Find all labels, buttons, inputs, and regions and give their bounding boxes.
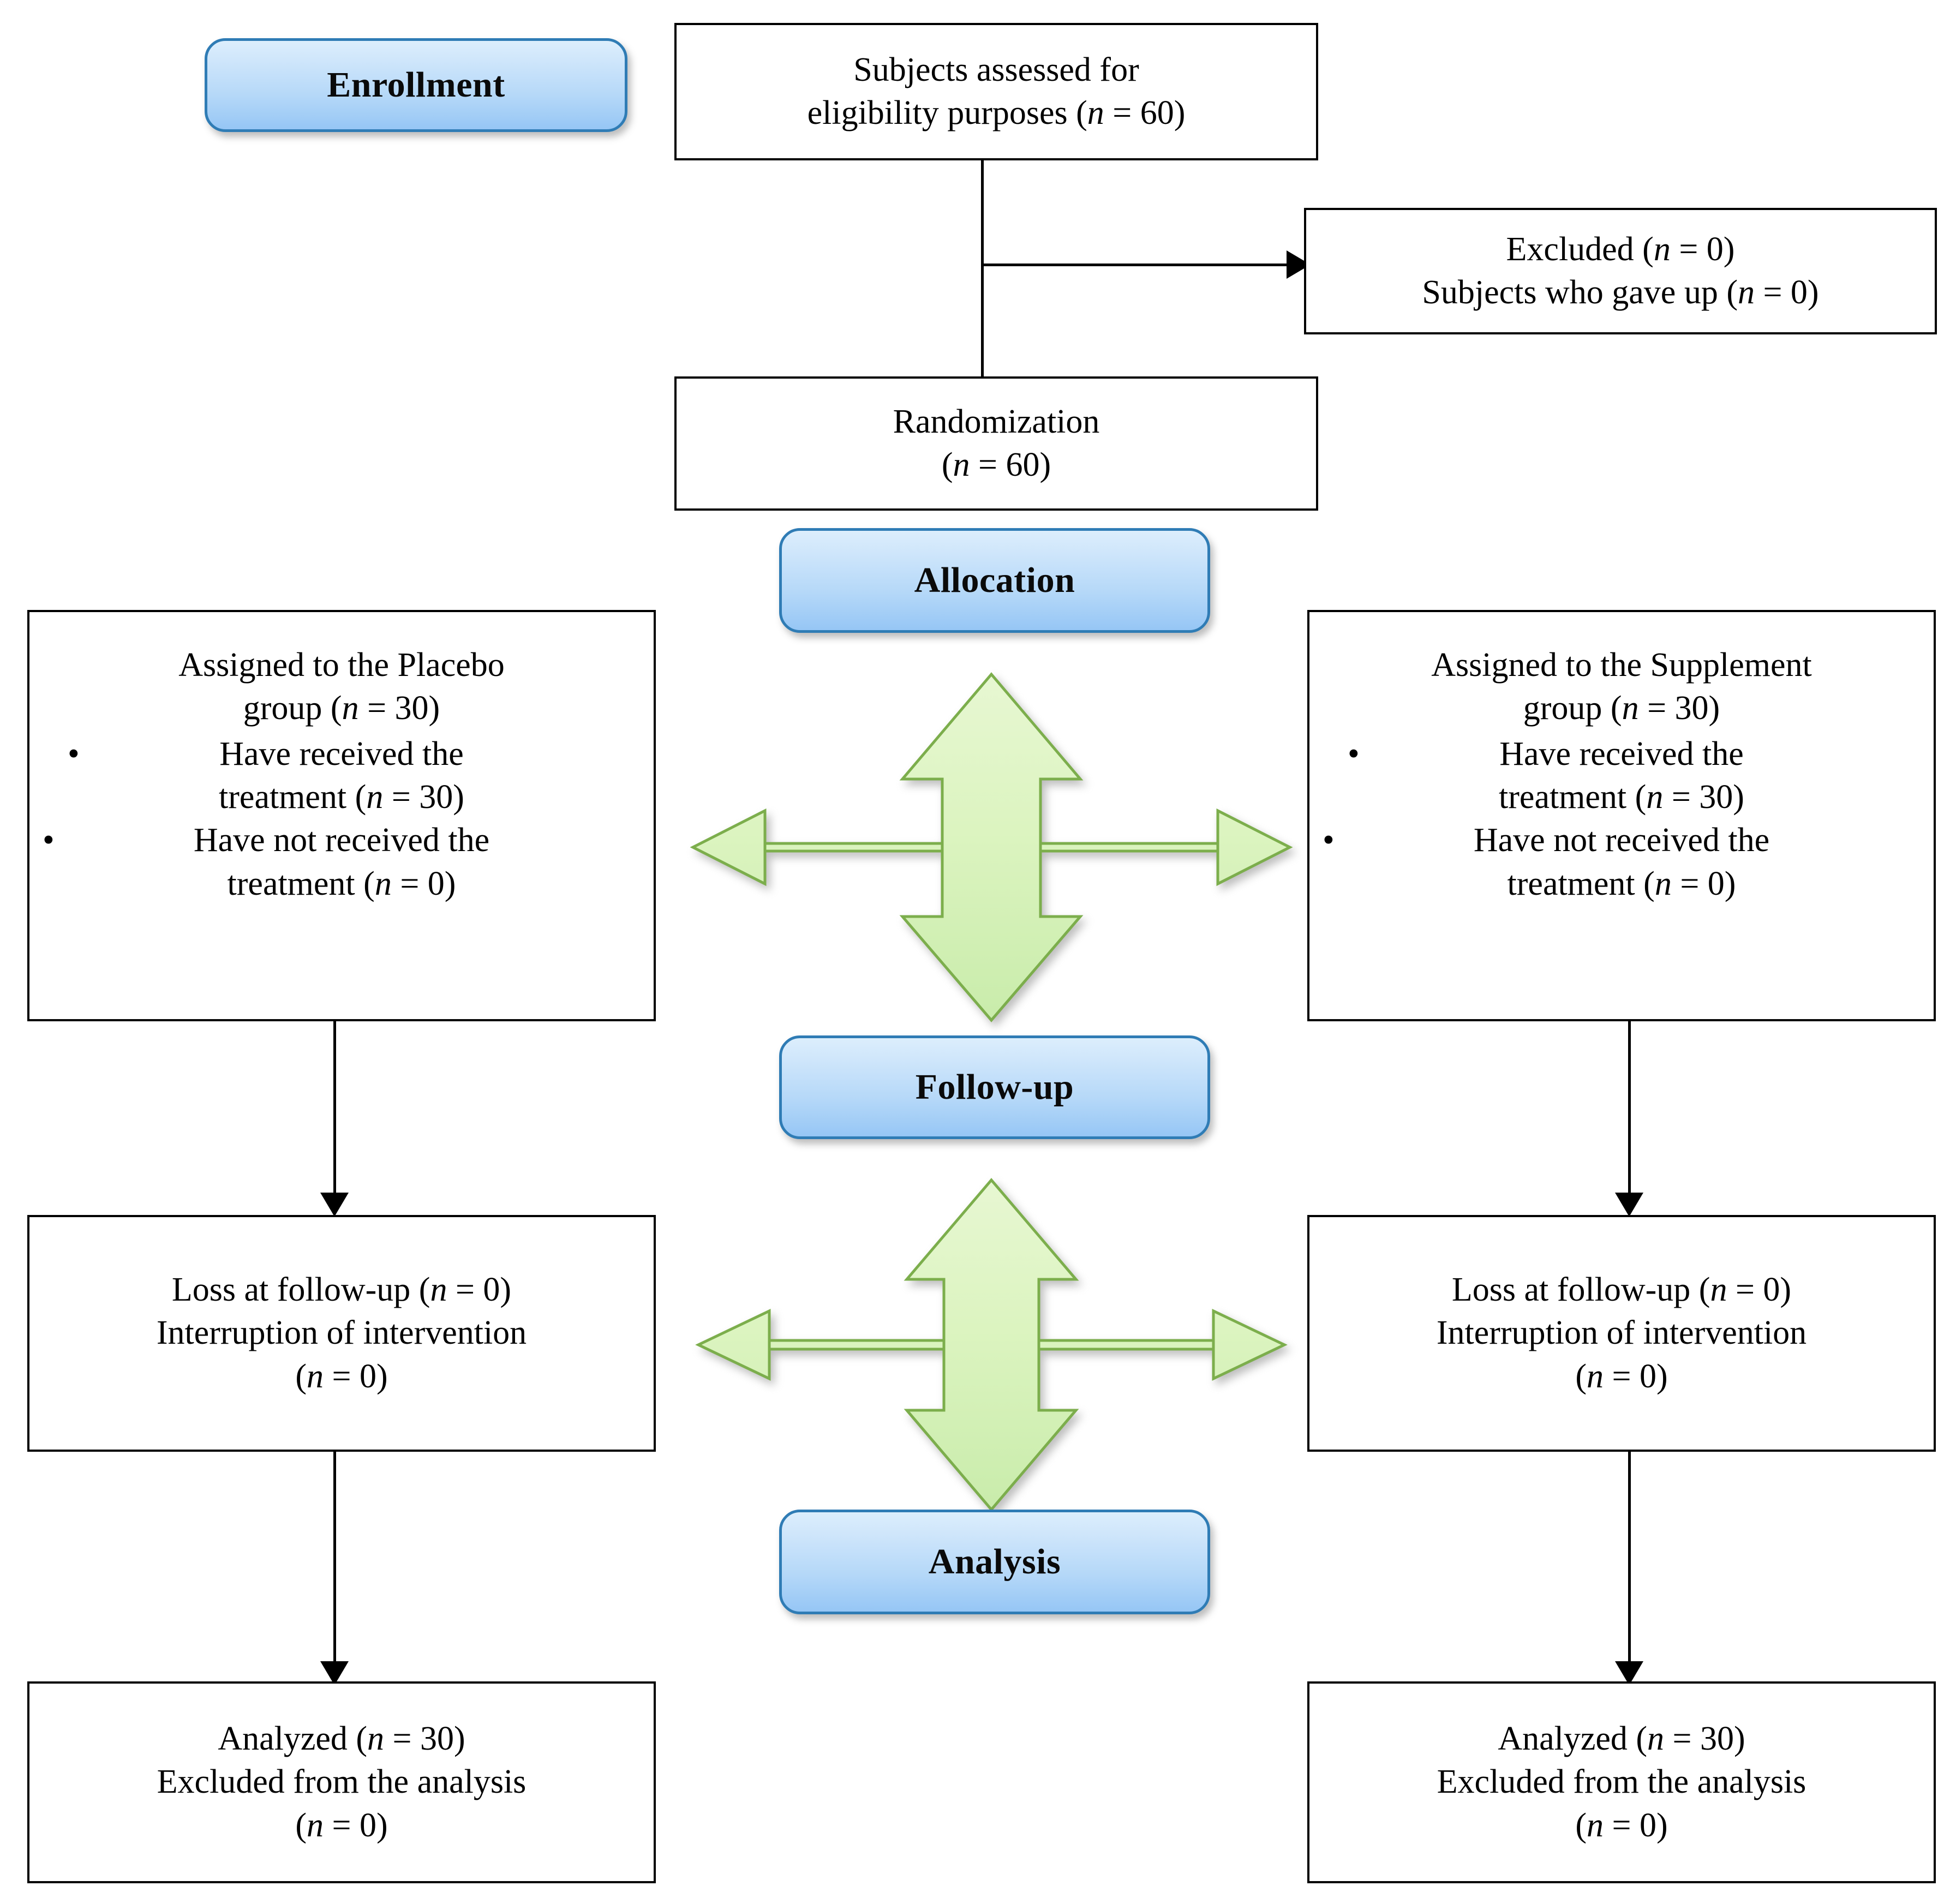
connector-supplement-alloc-to-followup [1628,1021,1631,1193]
stage-badge-followup: Follow-up [779,1035,1210,1139]
node-line: Loss at follow-up (n = 0) [1451,1271,1792,1308]
node-line: (n = 60) [941,446,1051,483]
four-way-arrow-followup [695,1178,1288,1512]
connector-placebo-followup-to-analysis [333,1452,336,1661]
node-line: treatment (n = 30) [219,779,464,816]
node-line: Have received the [1499,735,1744,773]
connector-placebo-alloc-to-followup [333,1021,336,1193]
connector-assessed-to-randomization [981,160,984,379]
node-line: Randomization [893,403,1100,440]
bullet-icon: • [1348,735,1360,773]
node-line: Excluded (n = 0) [1506,230,1735,268]
node-line: (n = 0) [1575,1806,1668,1844]
node-line: Excluded from the analysis [157,1763,527,1801]
node-supplement-allocation: Assigned to the Supplement group (n = 30… [1307,610,1936,1021]
stage-badge-allocation: Allocation [779,528,1210,633]
stage-badge-analysis-label: Analysis [928,1542,1061,1582]
node-supplement-analysis: Analyzed (n = 30) Excluded from the anal… [1307,1681,1936,1883]
list-item: • Have not received the treatment (n = 0… [1319,819,1924,906]
node-line: eligibility purposes (n = 60) [807,94,1186,131]
list-item: • Have received the treatment (n = 30) [1319,733,1924,819]
node-placebo-analysis: Analyzed (n = 30) Excluded from the anal… [27,1681,656,1883]
bullet-list: • Have received the treatment (n = 30) •… [1319,733,1924,906]
node-line: treatment (n = 0) [1507,865,1736,902]
node-line: treatment (n = 0) [227,865,456,902]
stage-badge-allocation-label: Allocation [914,560,1075,600]
node-supplement-followup: Loss at follow-up (n = 0) Interruption o… [1307,1215,1936,1452]
node-line: Assigned to the Placebo [178,646,505,684]
node-line: group (n = 30) [243,690,440,727]
node-excluded: Excluded (n = 0) Subjects who gave up (n… [1304,208,1937,334]
stage-badge-enrollment-label: Enrollment [327,65,505,105]
node-line: Interruption of intervention [156,1314,527,1352]
node-line: group (n = 30) [1523,690,1720,727]
node-line: Have received the [219,735,464,773]
bullet-icon: • [1323,822,1335,859]
stage-badge-analysis: Analysis [779,1510,1210,1614]
node-line: Subjects assessed for [853,51,1139,88]
node-placebo-followup: Loss at follow-up (n = 0) Interruption o… [27,1215,656,1452]
arrowhead-placebo-followup [320,1193,349,1217]
node-placebo-allocation: Assigned to the Placebo group (n = 30) •… [27,610,656,1021]
stage-badge-enrollment: Enrollment [205,38,627,132]
node-line: Have not received the [1473,822,1770,859]
node-line: Excluded from the analysis [1437,1763,1807,1801]
connector-supplement-followup-to-analysis [1628,1452,1631,1661]
bullet-list: • Have received the treatment (n = 30) •… [39,733,644,906]
node-line: Analyzed (n = 30) [1498,1720,1745,1757]
bullet-icon: • [68,735,80,773]
node-line: Subjects who gave up (n = 0) [1422,274,1819,311]
node-line: Assigned to the Supplement [1431,646,1812,684]
list-item: • Have received the treatment (n = 30) [39,733,644,819]
arrowhead-supplement-followup [1615,1193,1643,1217]
connector-branch-to-excluded [981,264,1287,266]
stage-badge-followup-label: Follow-up [915,1067,1074,1107]
node-line: (n = 0) [295,1806,388,1844]
node-line: Loss at follow-up (n = 0) [171,1271,512,1308]
node-line: Have not received the [193,822,490,859]
node-subjects-assessed: Subjects assessed for eligibility purpos… [674,23,1318,160]
arrowhead-placebo-analysis [320,1661,349,1685]
node-line: (n = 0) [1575,1357,1668,1395]
node-line: Interruption of intervention [1436,1314,1807,1352]
node-line: Analyzed (n = 30) [218,1720,465,1757]
arrowhead-supplement-analysis [1615,1661,1643,1685]
node-line: (n = 0) [295,1357,388,1395]
node-line: treatment (n = 30) [1499,779,1744,816]
node-randomization: Randomization (n = 60) [674,376,1318,511]
list-item: • Have not received the treatment (n = 0… [39,819,644,906]
four-way-arrow-allocation [690,672,1293,1022]
bullet-icon: • [43,822,55,859]
